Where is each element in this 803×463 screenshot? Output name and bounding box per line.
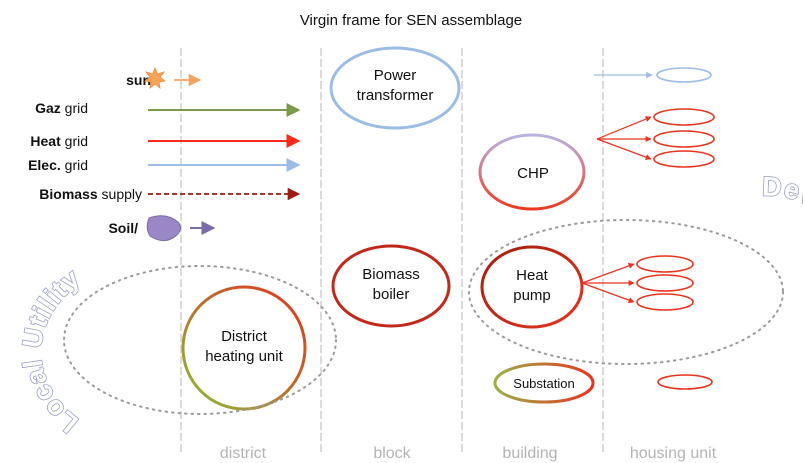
- chp-fan-arrow-3: [596, 138, 652, 160]
- legend-label-biomass: Biomass supply: [39, 186, 142, 202]
- legend-label-soil: Soil/: [108, 220, 138, 236]
- district-heating-unit-label-1: District: [221, 328, 268, 345]
- column-dividers: [180, 48, 604, 452]
- housing-elec-unit[interactable]: [656, 67, 712, 83]
- legend: sun Gaz grid Heat grid Elec. grid Biomas…: [28, 66, 301, 242]
- hp-fan-arrow-1: [581, 263, 635, 284]
- biomass-boiler-label-2: boiler: [373, 286, 410, 303]
- legend-label-heat: Heat grid: [30, 133, 88, 149]
- housing-unit-hp-2[interactable]: [636, 274, 694, 292]
- legend-label-elec: Elec. grid: [28, 157, 88, 173]
- chp-node[interactable]: CHP: [478, 133, 586, 211]
- housing-unit-hp-1[interactable]: [636, 255, 694, 273]
- heat-pump-node[interactable]: Heat pump: [480, 245, 584, 329]
- power-transformer-label-1: Power: [374, 67, 417, 84]
- column-label-district: district: [220, 445, 267, 462]
- hp-fan-arrow-3: [581, 282, 635, 303]
- housing-unit-substation[interactable]: [657, 374, 713, 390]
- developer-boundary: [468, 219, 784, 365]
- housing-elec-group: [594, 67, 712, 83]
- power-transformer-label-2: transformer: [357, 87, 434, 104]
- housing-unit-chp-1[interactable]: [653, 108, 715, 126]
- biomass-boiler-node[interactable]: Biomass boiler: [331, 244, 451, 328]
- housing-unit-hp-3[interactable]: [636, 293, 694, 311]
- housing-chp-group: [596, 108, 715, 168]
- column-label-housing-unit: housing unit: [630, 445, 717, 462]
- local-utility-label: Local Utility: [17, 263, 86, 439]
- diagram-title: Virgin frame for SEN assemblage: [300, 12, 522, 29]
- legend-label-sun: sun: [126, 72, 151, 88]
- soil-icon: [146, 215, 182, 242]
- heat-pump-label-1: Heat: [516, 267, 549, 284]
- chp-fan-arrow-1: [596, 116, 652, 140]
- biomass-boiler-label-1: Biomass: [362, 266, 420, 283]
- district-heating-unit-label-2: heating unit: [205, 348, 283, 365]
- substation-node[interactable]: Substation: [493, 362, 595, 404]
- housing-unit-chp-2[interactable]: [653, 130, 715, 148]
- legend-label-gaz: Gaz grid: [35, 100, 88, 116]
- column-label-block: block: [373, 445, 411, 462]
- heat-pump-label-2: pump: [513, 287, 551, 304]
- housing-unit-chp-3[interactable]: [653, 150, 715, 168]
- column-label-building: building: [502, 445, 557, 462]
- developer-label: Developer: [762, 171, 803, 280]
- power-transformer-node[interactable]: Power transformer: [329, 46, 461, 130]
- housing-hp-group: [581, 255, 694, 311]
- substation-label: Substation: [513, 376, 574, 391]
- sun-icon: [144, 66, 166, 89]
- chp-label: CHP: [517, 165, 549, 182]
- district-heating-unit-node[interactable]: District heating unit: [181, 285, 307, 411]
- local-utility-boundary: [63, 265, 337, 415]
